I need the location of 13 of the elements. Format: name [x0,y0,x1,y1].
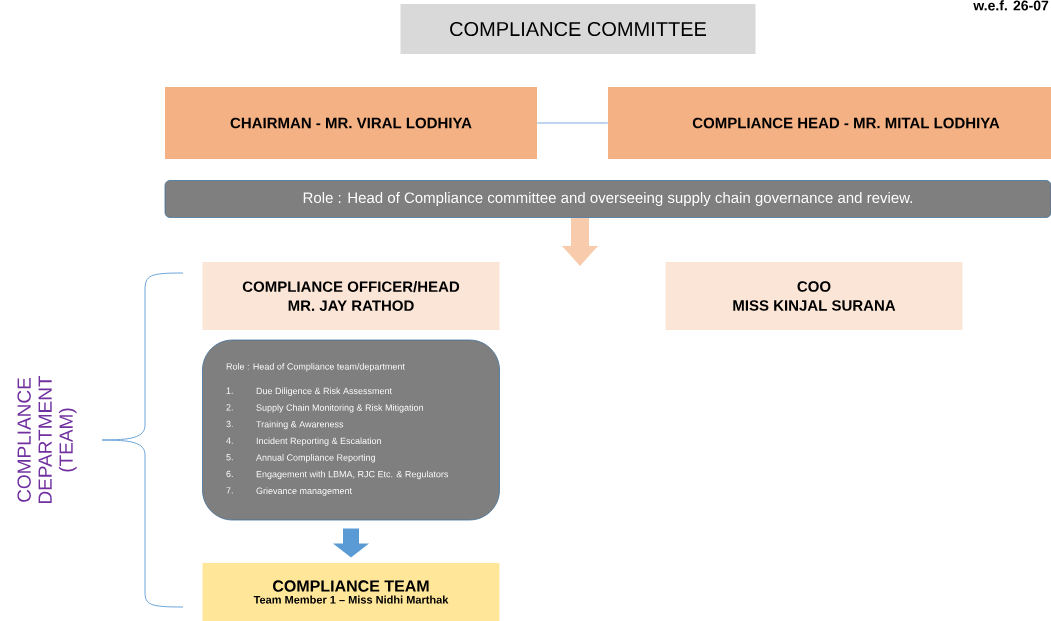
block-arrow [562,217,598,266]
block-arrow [333,528,369,558]
connector-line [536,122,609,124]
person-box: COMPLIANCE OFFICER/HEAD MR. JAY RATHOD [202,262,500,330]
person-box: COMPLIANCE HEAD - MR. MITAL LODHIYA [608,87,1051,159]
person-box: CHAIRMAN - MR. VIRAL LODHIYA [165,87,537,159]
title-box: COMPLIANCE COMMITTEE [400,4,756,54]
date-note: w.e.f. 26-07 [973,0,1049,11]
department-label: COMPLIANCE DEPARTMENT (TEAM) [17,375,77,503]
role-box: Role : Head of Compliance team/department 1. Due Diligence & Risk Assessment 2. Supply Chain Monitoring & Risk Mitigation 3. Training & Awareness 4. Incident Reporting & Escalation 5. Annual Compliance Reporting 6. Engagement with LBMA, RJC Etc. & Regulators 7. Grievance management [202,339,500,521]
role-band: Role : Head of Compliance committee and overseeing supply chain governance and review. [164,180,1051,218]
team-box: COMPLIANCE TEAM Team Member 1 – Miss Nidhi Marthak [202,563,500,621]
person-box: COO MISS KINJAL SURANA [665,262,963,330]
